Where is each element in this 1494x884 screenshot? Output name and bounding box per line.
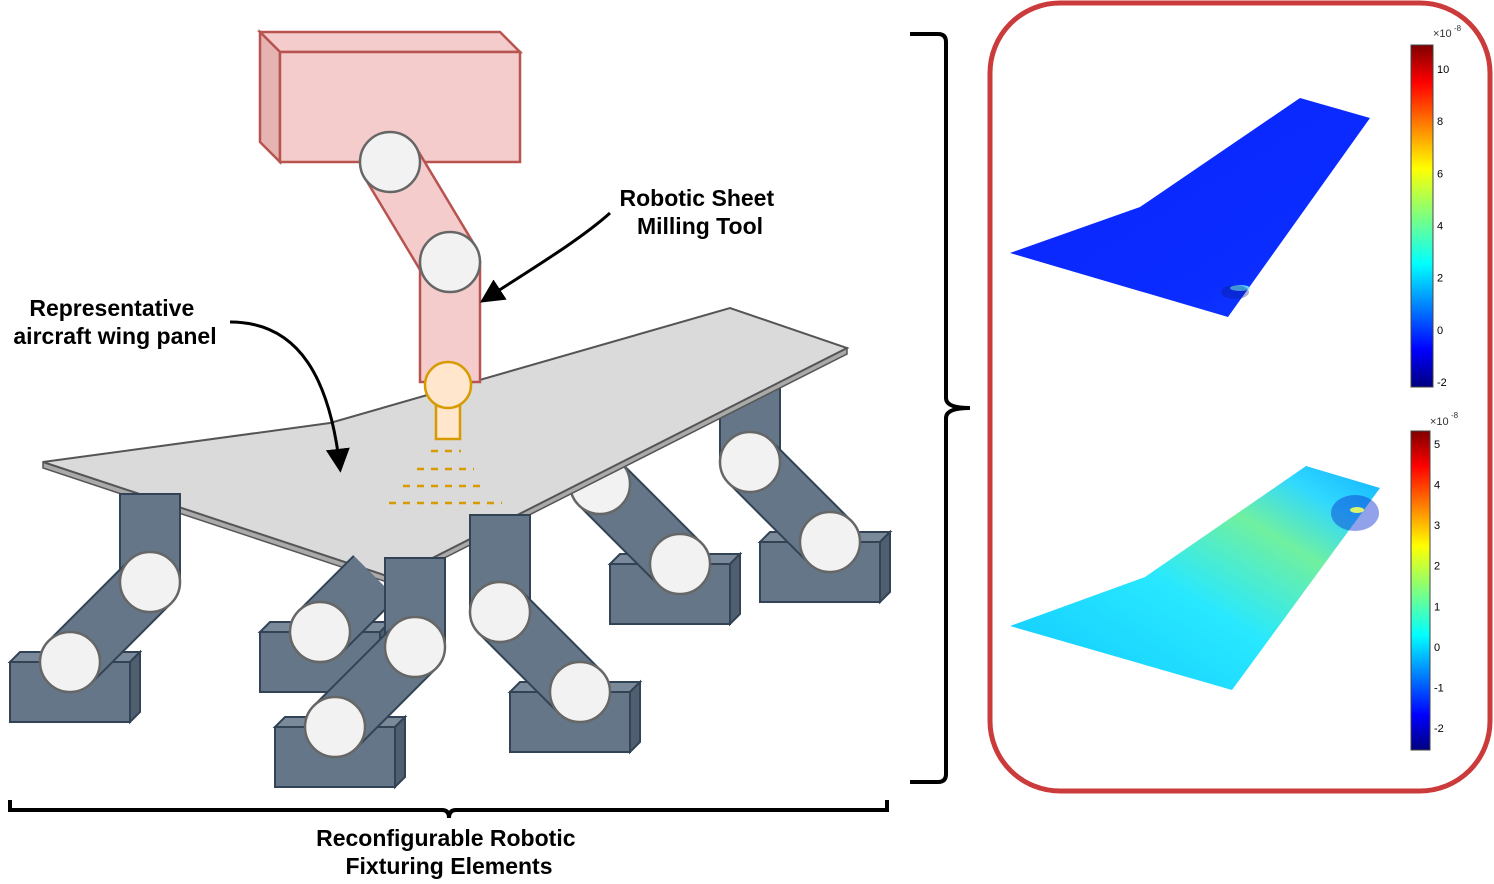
milling-tool-label-line2: Milling Tool [637,213,763,239]
milling-chips [389,449,502,505]
colorbar-tick-label: 4 [1434,480,1440,492]
fixture-rear-mid [568,452,743,627]
panel-pointer-arrow [229,320,350,473]
colorbar-tick-label: 10 [1437,64,1449,76]
wing-panel-label-line1: Representative [29,295,194,321]
fixture-front-right [468,514,643,755]
fixturing-label-line2: Fixturing Elements [345,853,552,879]
colorbar-top-multiplier: ×10 [1433,28,1452,40]
deformation-plot-bottom [1010,466,1380,690]
milling-tool-label: Robotic Sheet Milling Tool [619,185,780,239]
fixturing-label-line1: Reconfigurable Robotic [316,825,576,851]
wing-panel-label: Representative aircraft wing panel [13,295,216,349]
tool-pointer-arrow [479,211,612,303]
colorbar-tick-label: 5 [1434,439,1440,451]
colorbar-tick-label: 1 [1434,601,1440,613]
colorbar-tick-label: 2 [1437,273,1443,285]
colorbar-tick-label: 3 [1434,520,1440,532]
robotic-milling-tool [256,28,524,505]
colorbar-tick-label: 6 [1437,168,1443,180]
colorbar-tick-label: -2 [1437,377,1447,389]
colorbar-top: ×10 -8 10 8 6 4 2 0 -2 [1410,24,1462,389]
colorbar-bottom-multiplier: ×10 [1430,416,1449,428]
fixture-front-left [7,493,182,725]
right-brace [910,32,971,784]
wing-panel-label-line2: aircraft wing panel [13,323,216,349]
colorbar-tick-label: 0 [1437,325,1443,337]
colorbar-tick-label: -2 [1434,723,1444,735]
colorbar-tick-label: 4 [1437,221,1443,233]
colorbar-tick-label: 8 [1437,116,1443,128]
fixturing-label: Reconfigurable Robotic Fixturing Element… [316,825,582,879]
colorbar-tick-label: -1 [1434,682,1444,694]
fixture-front-center [272,557,447,790]
colorbar-bottom-exponent: -8 [1451,411,1459,420]
deformation-plot-top [1010,98,1370,317]
colorbar-tick-label: 0 [1434,642,1440,654]
bottom-brace [8,800,889,819]
fixture-rear-right [718,379,893,605]
milling-tool-label-line1: Robotic Sheet [619,185,774,211]
colorbar-top-exponent: -8 [1454,24,1462,33]
colorbar-bottom: ×10 -8 5 4 3 2 1 0 -1 -2 [1410,411,1459,751]
colorbar-tick-label: 2 [1434,561,1440,573]
